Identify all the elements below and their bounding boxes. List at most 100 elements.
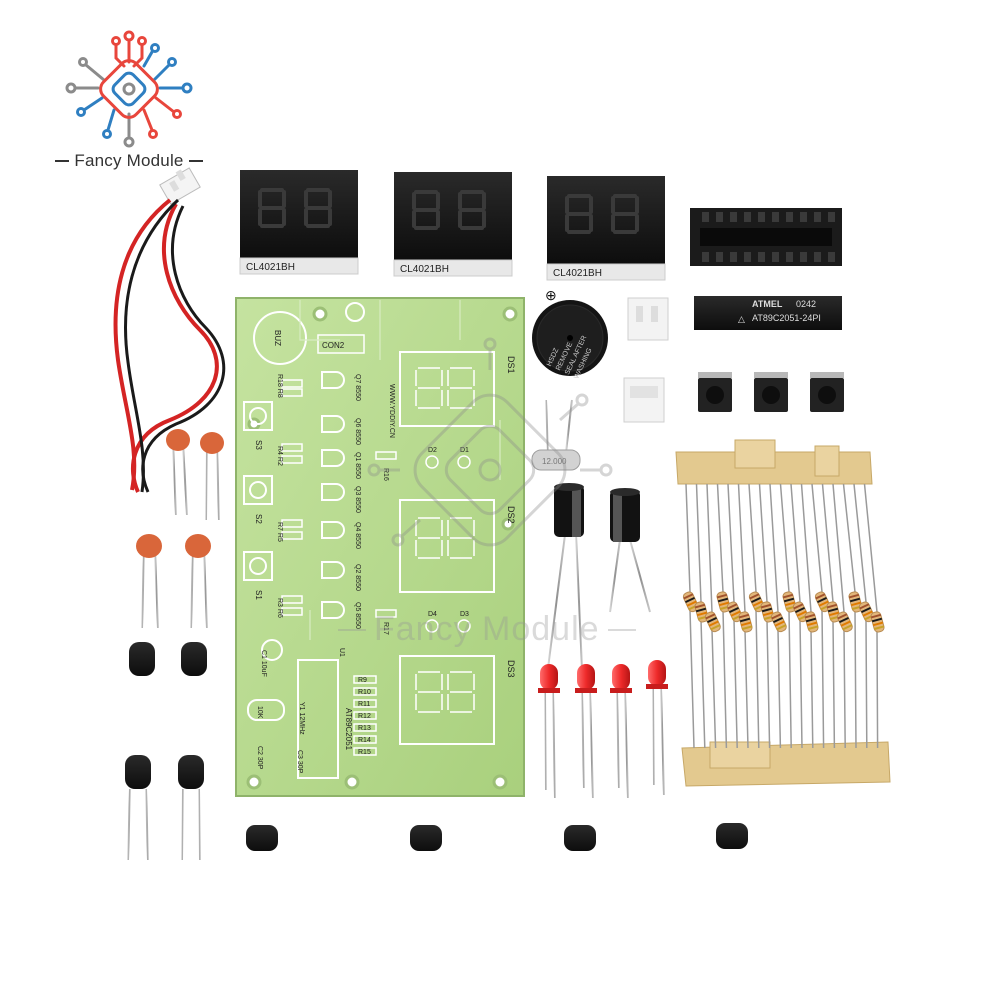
- svg-text:BUZ: BUZ: [273, 330, 282, 346]
- resistor-color-band: [741, 625, 753, 630]
- resistor-color-band: [717, 597, 729, 603]
- resistor-color-band: [782, 593, 794, 599]
- resistor-color-band: [685, 596, 695, 604]
- svg-text:D4: D4: [428, 611, 437, 618]
- brand-name: Fancy Module: [44, 148, 214, 174]
- resistor-color-band: [842, 624, 853, 631]
- resistor-color-band: [828, 611, 840, 617]
- svg-text:Q3 8550: Q3 8550: [354, 486, 361, 513]
- crystal-oscillator: 12.000: [531, 399, 581, 471]
- resistor-color-band: [730, 610, 741, 617]
- resistor-color-band: [705, 613, 716, 620]
- resistor-strip: [675, 439, 891, 787]
- svg-text:Q1 8550: Q1 8550: [354, 452, 361, 479]
- resistor-color-band: [771, 613, 782, 620]
- svg-text:R7 R5: R7 R5: [276, 522, 283, 542]
- svg-text:R18 R8: R18 R8: [276, 374, 283, 398]
- mcu-part-number: AT89C2051-24PI: [752, 313, 821, 323]
- svg-text:R17: R17: [382, 622, 389, 635]
- svg-text:⊕: ⊕: [545, 287, 557, 303]
- resistor-color-band: [827, 607, 839, 613]
- electrolytic-capacitors: [547, 483, 651, 669]
- resistor-color-band: [749, 593, 760, 600]
- resistor-color-band: [872, 621, 884, 627]
- svg-text:Q5 8550: Q5 8550: [354, 602, 361, 629]
- resistor-color-band: [805, 617, 817, 623]
- resistor-lead: [863, 483, 879, 749]
- resistor-color-band: [815, 593, 826, 600]
- resistor-color-band: [848, 593, 860, 599]
- resistor-lead: [716, 483, 728, 749]
- svg-text:C2 30P: C2 30P: [256, 746, 263, 770]
- resistor-color-band: [804, 613, 816, 619]
- resistor-color-band: [708, 620, 719, 627]
- crystal-marking: 12.000: [542, 457, 567, 466]
- resistor-color-band: [738, 613, 750, 619]
- resistor-color-band: [686, 600, 697, 607]
- ic-socket: [690, 208, 842, 274]
- svg-text:WWW.YDDIY.CN: WWW.YDDIY.CN: [388, 384, 395, 438]
- svg-text:S3: S3: [254, 440, 263, 450]
- resistor-color-band: [718, 601, 730, 607]
- watermark-logo: [367, 337, 613, 547]
- resistor-color-band: [727, 603, 738, 610]
- white-connectors: [623, 297, 669, 440]
- resistor-color-band: [783, 597, 795, 603]
- resistor-color-band: [761, 607, 773, 613]
- resistor: [836, 611, 853, 633]
- svg-text:R14: R14: [358, 737, 371, 744]
- power-cable: [113, 167, 226, 493]
- microcontroller-chip: ATMEL 0242 AT89C2051-24PI △: [694, 290, 842, 348]
- resistor-lead: [748, 483, 760, 749]
- resistor-lead: [706, 483, 717, 749]
- svg-text:R9: R9: [358, 677, 367, 684]
- resistor-lead: [790, 483, 803, 749]
- transistors-horizontal: [246, 823, 828, 851]
- mcu-date-code: 0242: [796, 299, 816, 309]
- watermark-text: Fancy Module: [330, 610, 644, 649]
- resistor: [770, 611, 787, 633]
- svg-text:R12: R12: [358, 713, 371, 720]
- resistor-color-band: [784, 601, 796, 607]
- resistor-color-band: [760, 603, 772, 609]
- resistor-color-band: [695, 607, 707, 613]
- resistor-lead: [685, 483, 695, 749]
- resistor-color-band: [826, 603, 838, 609]
- resistor-color-band: [839, 616, 849, 624]
- resistor-lead: [821, 483, 836, 749]
- svg-text:R15: R15: [358, 749, 371, 756]
- resistor-color-band: [807, 625, 819, 630]
- resistor-color-band: [707, 616, 717, 624]
- resistor-color-band: [710, 624, 721, 631]
- red-leds: [538, 660, 668, 799]
- resistor: [804, 611, 819, 633]
- svg-text:R3 R6: R3 R6: [276, 598, 283, 618]
- svg-text:D2: D2: [428, 447, 437, 454]
- resistor-color-band: [752, 600, 763, 607]
- resistor-color-band: [861, 606, 871, 614]
- resistor-color-band: [739, 617, 751, 623]
- resistor-color-band: [870, 613, 882, 619]
- resistor-lead: [695, 483, 706, 749]
- resistor-color-band: [773, 616, 783, 624]
- resistor-lead: [811, 483, 825, 749]
- resistor-color-band: [806, 621, 818, 627]
- mcu-brand: ATMEL: [752, 299, 783, 309]
- resistor: [738, 611, 753, 633]
- resistor-color-band: [859, 603, 870, 610]
- svg-text:Q6 8550: Q6 8550: [354, 418, 361, 445]
- svg-text:R13: R13: [358, 725, 371, 732]
- svg-text:△: △: [738, 314, 745, 324]
- transistors-vertical: [125, 642, 207, 861]
- resistor-color-band: [774, 620, 785, 627]
- resistor-color-band: [740, 621, 752, 627]
- svg-text:CON2: CON2: [322, 341, 345, 350]
- resistor-lead: [758, 483, 771, 749]
- seven-segment-displays: CL4021BH CL4021BH CL4021BH: [239, 170, 666, 292]
- svg-text:R16: R16: [382, 468, 389, 481]
- resistor-color-band: [796, 610, 807, 617]
- svg-text:Q4 8550: Q4 8550: [354, 522, 361, 549]
- svg-text:Y1 12MHz: Y1 12MHz: [298, 702, 305, 735]
